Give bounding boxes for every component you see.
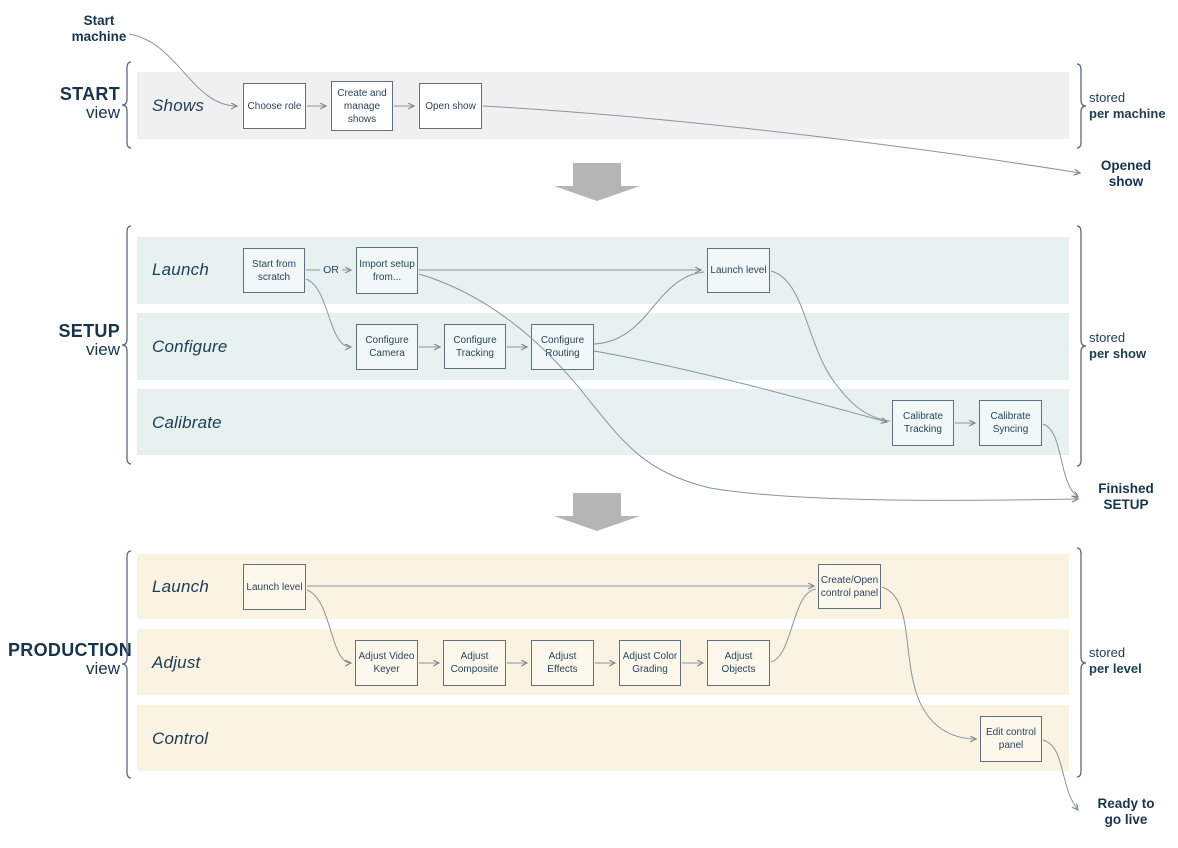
node-adjust-color-grading: Adjust Color Grading (619, 640, 681, 686)
connector-import-to-finished-setup (418, 273, 1078, 500)
node-choose-role: Choose role (243, 83, 306, 129)
bracket-right-production (1076, 547, 1087, 778)
node-launch-level-setup: Launch level (707, 248, 770, 293)
lane-band-production-control (137, 705, 1069, 771)
bracket-left-setup (121, 225, 132, 465)
transition-arrow-start-to-setup-icon (554, 163, 640, 201)
node-adjust-composite: Adjust Composite (443, 640, 506, 686)
stored-scope-machine: per machine (1089, 106, 1166, 122)
node-calibrate-tracking: Calibrate Tracking (892, 400, 954, 446)
lane-label-production-launch: Launch (152, 577, 209, 596)
node-configure-routing: Configure Routing (531, 324, 594, 370)
node-adjust-objects: Adjust Objects (707, 640, 770, 686)
node-configure-camera: Configure Camera (356, 324, 418, 370)
flow-label-finished-setup: Finished SETUP (1098, 481, 1154, 513)
node-import-setup: Import setup from... (356, 247, 418, 294)
flow-label-ready-go-live: Ready to go live (1097, 796, 1155, 828)
lane-label-production-control: Control (152, 729, 209, 748)
node-adjust-effects: Adjust Effects (531, 640, 594, 686)
flow-label-opened-show: Opened show (1100, 158, 1152, 190)
lane-label-setup-launch: Launch (152, 260, 209, 279)
stored-word: stored (1089, 330, 1126, 345)
stored-scope-level: per level (1089, 661, 1142, 677)
bracket-right-start (1076, 63, 1087, 149)
node-configure-tracking: Configure Tracking (444, 324, 506, 369)
node-adjust-video-keyer: Adjust Video Keyer (355, 640, 418, 686)
section-label-production: PRODUCTION view (8, 640, 132, 678)
stored-word: stored (1089, 90, 1126, 105)
node-create-open-control-panel: Create/Open control panel (818, 564, 881, 609)
lane-label-setup-configure: Configure (152, 337, 228, 356)
bracket-right-setup (1076, 225, 1087, 467)
section-name-start: START (59, 84, 120, 104)
or-connector-label: OR (323, 264, 339, 276)
node-start-from-scratch: Start from scratch (243, 248, 305, 293)
stored-word: stored (1089, 645, 1126, 660)
bracket-left-start (121, 61, 132, 149)
node-launch-level-production: Launch level (243, 564, 306, 610)
section-label-setup: SETUP view (8, 322, 120, 359)
section-view-word-start: view (85, 102, 120, 122)
node-open-show: Open show (419, 83, 482, 129)
lane-label-shows: Shows (152, 96, 205, 115)
lane-band-production-adjust (137, 629, 1069, 695)
node-create-manage-shows: Create and manage shows (331, 81, 393, 131)
bracket-left-production (121, 550, 132, 779)
lane-band-setup-configure (137, 313, 1069, 380)
section-view-word-production: view (85, 658, 120, 678)
section-name-setup: SETUP (58, 321, 120, 341)
transition-arrow-setup-to-production-icon (554, 493, 640, 531)
stored-label-show: stored per show (1089, 330, 1146, 363)
lane-label-production-adjust: Adjust (152, 653, 201, 672)
stored-label-level: stored per level (1089, 645, 1142, 678)
section-view-word-setup: view (85, 339, 120, 359)
stored-scope-show: per show (1089, 346, 1147, 362)
stored-label-machine: stored per machine (1089, 90, 1166, 123)
section-label-start: START view (8, 85, 120, 122)
section-name-production: PRODUCTION (8, 640, 132, 660)
lane-label-setup-calibrate: Calibrate (152, 413, 222, 432)
flow-label-start-machine: Start machine (71, 13, 127, 45)
node-calibrate-syncing: Calibrate Syncing (979, 400, 1042, 446)
node-edit-control-panel: Edit control panel (980, 716, 1042, 762)
